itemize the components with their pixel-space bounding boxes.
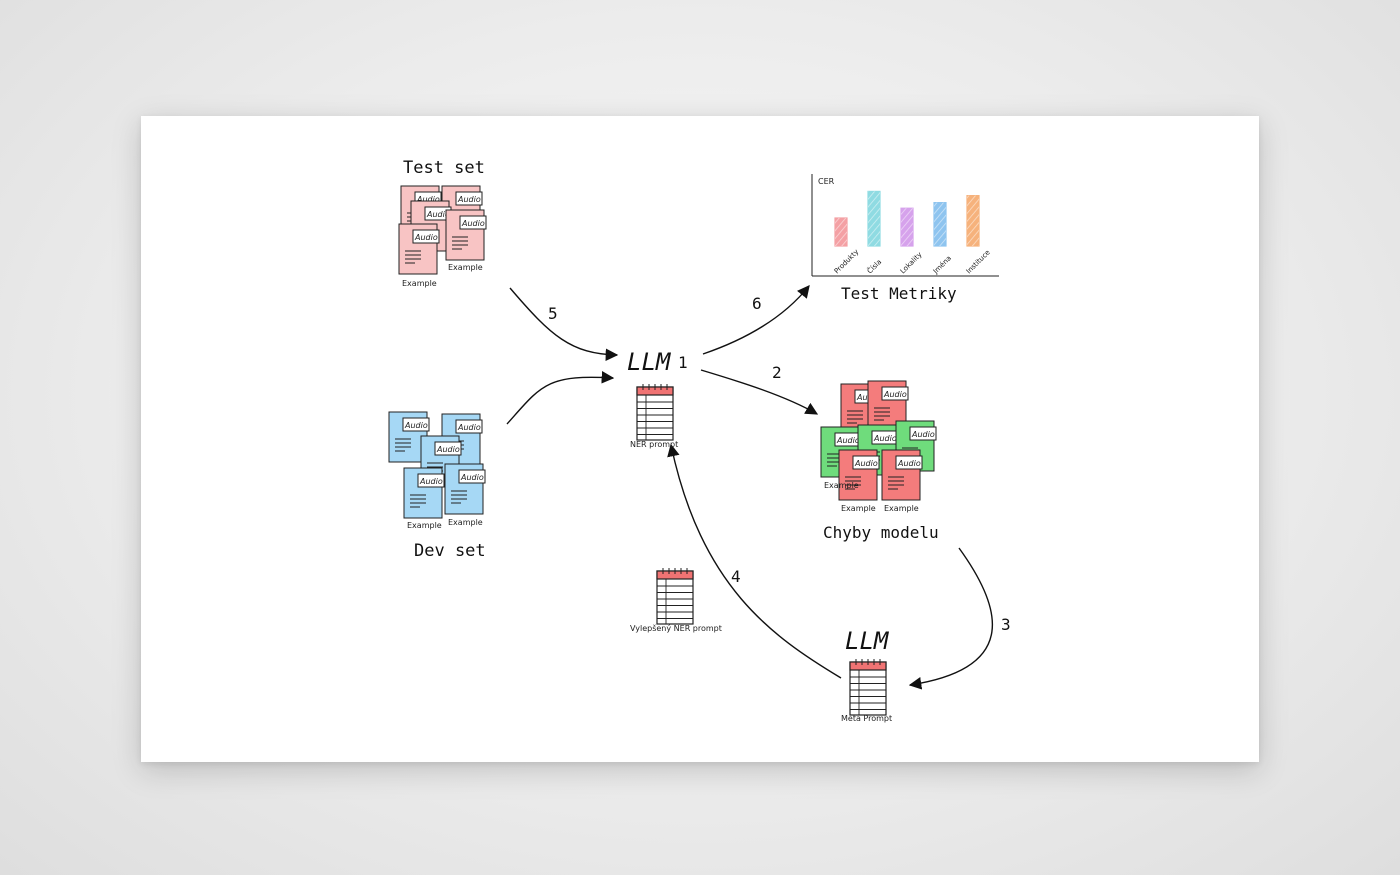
ner-prompt-icon (636, 384, 674, 441)
chart-bar (834, 217, 848, 247)
chart-tick-label: Lokality (899, 251, 924, 276)
improved-prompt-node: Vylepšený NER prompt (630, 568, 722, 633)
document-icon: Audio (838, 449, 880, 501)
audio-tag: Audio (404, 421, 428, 430)
chart-bar (933, 201, 947, 247)
doc-caption: Example (402, 279, 437, 288)
arrow-label-5: 5 (548, 304, 558, 323)
arrow-1 (506, 371, 615, 425)
model-errors-label: Chyby modelu (823, 523, 939, 542)
test-set-label: Test set (403, 158, 485, 178)
arrows (506, 285, 994, 690)
improved-prompt-caption: Vylepšený NER prompt (630, 623, 722, 633)
doc-caption: Example (448, 263, 483, 272)
document-icon: Audio (398, 223, 440, 275)
doc-caption: Example (407, 521, 442, 530)
doc-caption: Example (884, 504, 919, 513)
ner-prompt-caption: NER prompt (630, 440, 678, 449)
test-metrics-label: Test Metriky (841, 284, 957, 303)
chart-tick-label: Jména (931, 254, 953, 276)
llm-meta-node: LLM Meta Prompt (841, 627, 892, 723)
audio-tag: Audio (854, 459, 878, 468)
document-icon: Audio (403, 467, 445, 519)
audio-tag: Audio (426, 210, 450, 219)
audio-tag: Audio (419, 477, 443, 486)
doc-caption: Example (841, 504, 876, 513)
error-docs-red-front: Audio Audio (838, 449, 923, 501)
arrow-4 (667, 443, 842, 679)
audio-tag: Audio (460, 473, 484, 482)
meta-prompt-caption: Meta Prompt (841, 714, 892, 723)
audio-tag: Audio (836, 436, 860, 445)
audio-tag: Audio (457, 423, 481, 432)
doc-caption: Example (824, 481, 859, 490)
audio-tag: Audio (457, 195, 481, 204)
arrow-label-1: 1 (678, 353, 688, 372)
chart-tick-label: Čísla (865, 257, 883, 275)
chart-tick-label: Instituce (965, 248, 992, 275)
audio-tag: Audio (414, 233, 438, 242)
arrow-label-6: 6 (752, 294, 762, 313)
audio-tag: Audio (911, 430, 935, 439)
audio-tag: Audio (436, 445, 460, 454)
doc-caption: Example (448, 518, 483, 527)
audio-tag: Audio (897, 459, 921, 468)
document-icon: Audio (444, 463, 486, 515)
arrow-5 (509, 287, 619, 362)
chart-ylabel: CER (818, 177, 835, 186)
arrow-label-4: 4 (731, 567, 741, 586)
llm-meta-label: LLM (845, 627, 890, 655)
chart-bar (966, 194, 980, 247)
arrow-labels: 1 2 3 4 5 6 (548, 294, 1011, 634)
arrow-label-2: 2 (772, 363, 782, 382)
chart-bar (867, 190, 881, 247)
meta-prompt-icon (849, 659, 887, 716)
document-icon: Audio (881, 449, 923, 501)
arrow-6 (702, 285, 810, 355)
llm-main-node: LLM NER prompt (627, 348, 678, 449)
arrow-label-3: 3 (1001, 615, 1011, 634)
dev-set-label: Dev set (414, 541, 486, 561)
arrow-2 (700, 369, 819, 415)
audio-tag: Audio (461, 219, 485, 228)
audio-tag: Audio (416, 195, 440, 204)
improved-prompt-icon (656, 568, 694, 625)
arrow-3 (908, 547, 994, 690)
audio-tag: Audio (873, 434, 897, 443)
audio-tag: Audio (883, 390, 907, 399)
chart-tick-label: Produkty (833, 248, 861, 276)
chart-bar (900, 207, 914, 247)
llm-main-label: LLM (627, 348, 672, 376)
document-icon: Audio (445, 209, 487, 261)
